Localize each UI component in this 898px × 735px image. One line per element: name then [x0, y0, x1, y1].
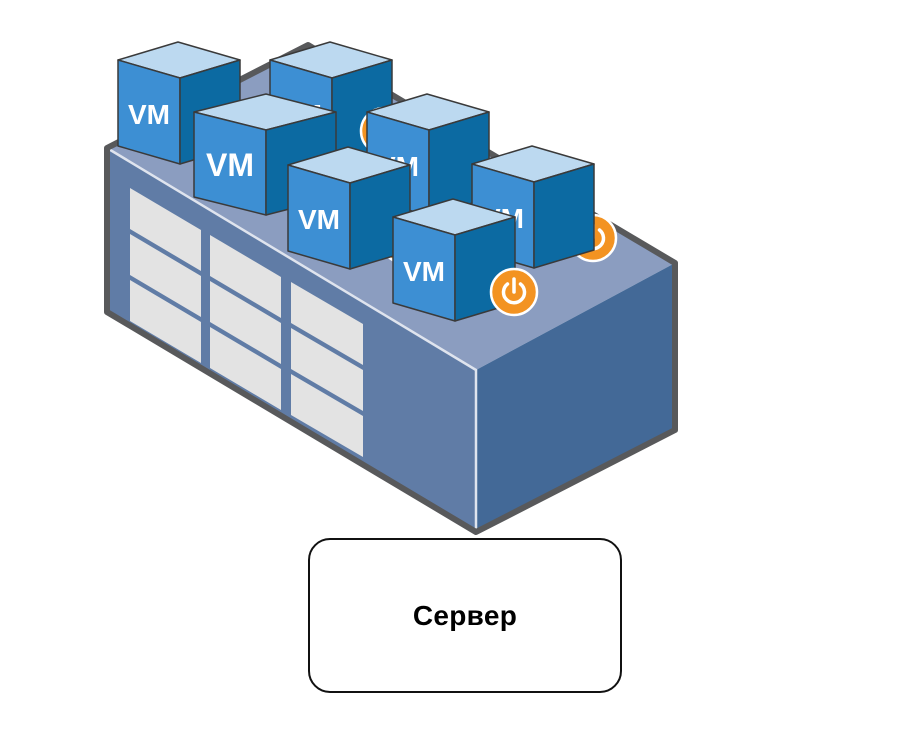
drive-bay [291, 374, 363, 457]
server-outline [104, 42, 678, 535]
drive-bay [210, 327, 281, 410]
vm-label: VM [128, 99, 170, 130]
server-label-box: Сервер [308, 538, 622, 693]
vm-label: VM [206, 147, 254, 183]
drive-bay [291, 282, 363, 365]
drive-bay [130, 234, 201, 317]
vm-label: VM [403, 256, 445, 287]
drive-bays [130, 188, 363, 457]
drive-bay [130, 280, 201, 363]
drive-bay [130, 188, 201, 271]
vm-label: VM [298, 204, 340, 235]
drive-bay [210, 281, 281, 364]
drive-bay [210, 235, 281, 318]
server-label: Сервер [412, 599, 518, 631]
server-side-face [476, 263, 675, 532]
vm-cube: VM [287, 146, 411, 270]
server-front-top-edge [106, 146, 478, 532]
drive-bay [291, 328, 363, 411]
power-button-icon [489, 267, 539, 317]
